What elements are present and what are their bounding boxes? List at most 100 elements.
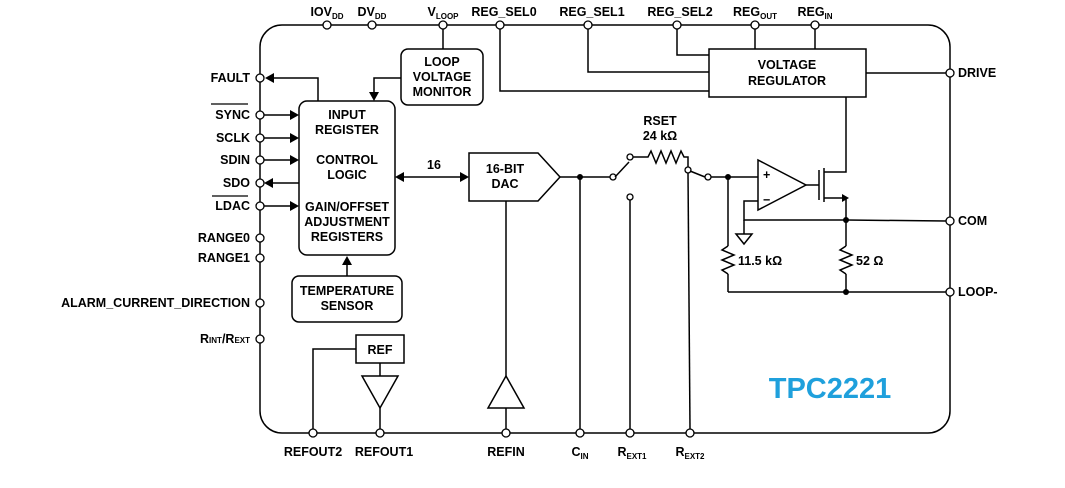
loop-monitor-box (400, 48, 484, 106)
control-logic-box (298, 100, 396, 256)
control-logic-block: INPUT REGISTER CONTROL LOGIC GAIN/OFFSET… (298, 100, 396, 256)
arrow-ldac (290, 201, 299, 211)
left-wiring (264, 73, 319, 211)
arrow-monitor-to-register (369, 92, 379, 101)
pin-rext1-marker (625, 428, 635, 438)
pin-regout-marker (750, 20, 760, 30)
wire-reg-sel0 (499, 29, 709, 92)
top-wiring (442, 29, 946, 92)
bottom-pins: REFOUT2 REFOUT1 REFIN CIN REXT1 REXT2 (284, 428, 705, 461)
dac-block: 16-BIT DAC (468, 152, 562, 202)
gain-offset-line3: REGISTERS (311, 230, 383, 244)
pin-vloop-label: VLOOP (427, 5, 459, 21)
data-bus: 16 (395, 158, 469, 182)
voltage-regulator-line1: VOLTAGE (758, 58, 817, 72)
pin-sdo-marker (255, 178, 265, 188)
top-pins: IOVDD DVDD VLOOP REG_SEL0 REG_SEL1 REG_S… (310, 5, 833, 30)
arrow-fault (265, 73, 274, 83)
pin-refout1-label: REFOUT1 (355, 445, 413, 459)
brand-label: TPC2221 (769, 373, 892, 405)
voltage-regulator: VOLTAGE REGULATOR (708, 48, 867, 98)
ref-label: REF (368, 343, 393, 357)
pin-reg-sel2-marker (672, 20, 682, 30)
switch2-blade (689, 170, 706, 178)
wire-rext2 (687, 172, 691, 430)
pin-loop-minus-label: LOOP- (958, 285, 998, 299)
pin-rint-rext-marker (255, 334, 265, 344)
pin-reg-sel0-label: REG_SEL0 (471, 5, 536, 19)
voltage-regulator-box (708, 48, 867, 98)
pin-alarm-marker (255, 298, 265, 308)
pin-refin-marker (501, 428, 511, 438)
pin-iovdd-label: IOVDD (310, 5, 343, 21)
gain-offset-line1: GAIN/OFFSET (305, 200, 389, 214)
loop-monitor-line1: LOOP (424, 55, 459, 69)
right-pins: DRIVE COM LOOP- (945, 66, 998, 299)
left-pins: FAULT SYNC SCLK SDIN SDO LDAC RANGE0 RAN… (61, 71, 265, 346)
pin-sclk-label: SCLK (216, 131, 250, 145)
pin-sync-marker (255, 110, 265, 120)
pin-cin-marker (575, 428, 585, 438)
switch-blade (614, 161, 630, 178)
resistor-52 (838, 245, 854, 275)
pin-sdin-marker (255, 155, 265, 165)
pin-range1-label: RANGE1 (198, 251, 250, 265)
pin-rext2-label: REXT2 (675, 445, 705, 461)
pin-cin-label: CIN (571, 445, 588, 461)
temperature-sensor-line2: SENSOR (321, 299, 374, 313)
arrow-temp-to-logic (342, 256, 352, 265)
resistor-11k5 (720, 245, 736, 275)
rset-value: 24 kΩ (643, 129, 677, 143)
chip-outline (259, 24, 951, 434)
pin-loop-minus-marker (945, 287, 955, 297)
pin-ldac-marker (255, 201, 265, 211)
input-register-line2: REGISTER (315, 123, 379, 137)
arrow-sdo (264, 178, 273, 188)
pin-drive-label: DRIVE (958, 66, 996, 80)
pin-iovdd-marker (322, 20, 332, 30)
pin-refout2-label: REFOUT2 (284, 445, 342, 459)
pin-rext2-marker (685, 428, 695, 438)
wire-monitor-to-register (373, 77, 401, 96)
loop-voltage-monitor: LOOP VOLTAGE MONITOR (400, 48, 484, 106)
wire-refout2 (312, 348, 356, 429)
dac-output-wiring: RSET 24 kΩ (560, 114, 758, 430)
resistor-52-label: 52 Ω (856, 254, 883, 268)
pin-regin-marker (810, 20, 820, 30)
pin-rint-rext-label: RINT/REXT (200, 332, 250, 346)
bus-width-label: 16 (427, 158, 441, 172)
dac-line1: 16-BIT (486, 162, 525, 176)
pin-fault-label: FAULT (211, 71, 251, 85)
pin-refin-label: REFIN (487, 445, 525, 459)
transistor-arrow (842, 194, 849, 202)
switch-rext1-contact (626, 193, 634, 201)
resistor-11k5-label: 11.5 kΩ (738, 254, 782, 268)
wire-com (845, 219, 947, 222)
pin-range0-marker (255, 233, 265, 243)
pin-reg-sel1-label: REG_SEL1 (559, 5, 624, 19)
arrow-bus-right (460, 172, 469, 182)
control-logic-line2: LOGIC (327, 168, 367, 182)
loop-monitor-line3: MONITOR (413, 85, 472, 99)
pin-range1-marker (255, 253, 265, 263)
pin-dvdd-marker (367, 20, 377, 30)
opamp-minus-label: − (763, 193, 770, 207)
opamp-triangle (757, 158, 808, 212)
wire-opamp-feedback (743, 200, 846, 221)
sense-resistors: 11.5 kΩ 52 Ω (720, 177, 946, 295)
pin-com-label: COM (958, 214, 987, 228)
wire-reg-sel1 (587, 29, 709, 73)
rext2-top-contact (684, 166, 692, 174)
pin-sdo-label: SDO (223, 176, 250, 190)
control-logic-line1: CONTROL (316, 153, 378, 167)
ref-buffer (360, 375, 400, 410)
pin-vloop-marker (438, 20, 448, 30)
ground-symbol (734, 233, 754, 246)
arrow-sdin (290, 155, 299, 165)
gain-offset-line2: ADJUSTMENT (304, 215, 390, 229)
temperature-sensor-line1: TEMPERATURE (300, 284, 394, 298)
pin-reg-sel0-marker (495, 20, 505, 30)
loop-monitor-line2: VOLTAGE (413, 70, 472, 84)
input-register-line1: INPUT (328, 108, 366, 122)
